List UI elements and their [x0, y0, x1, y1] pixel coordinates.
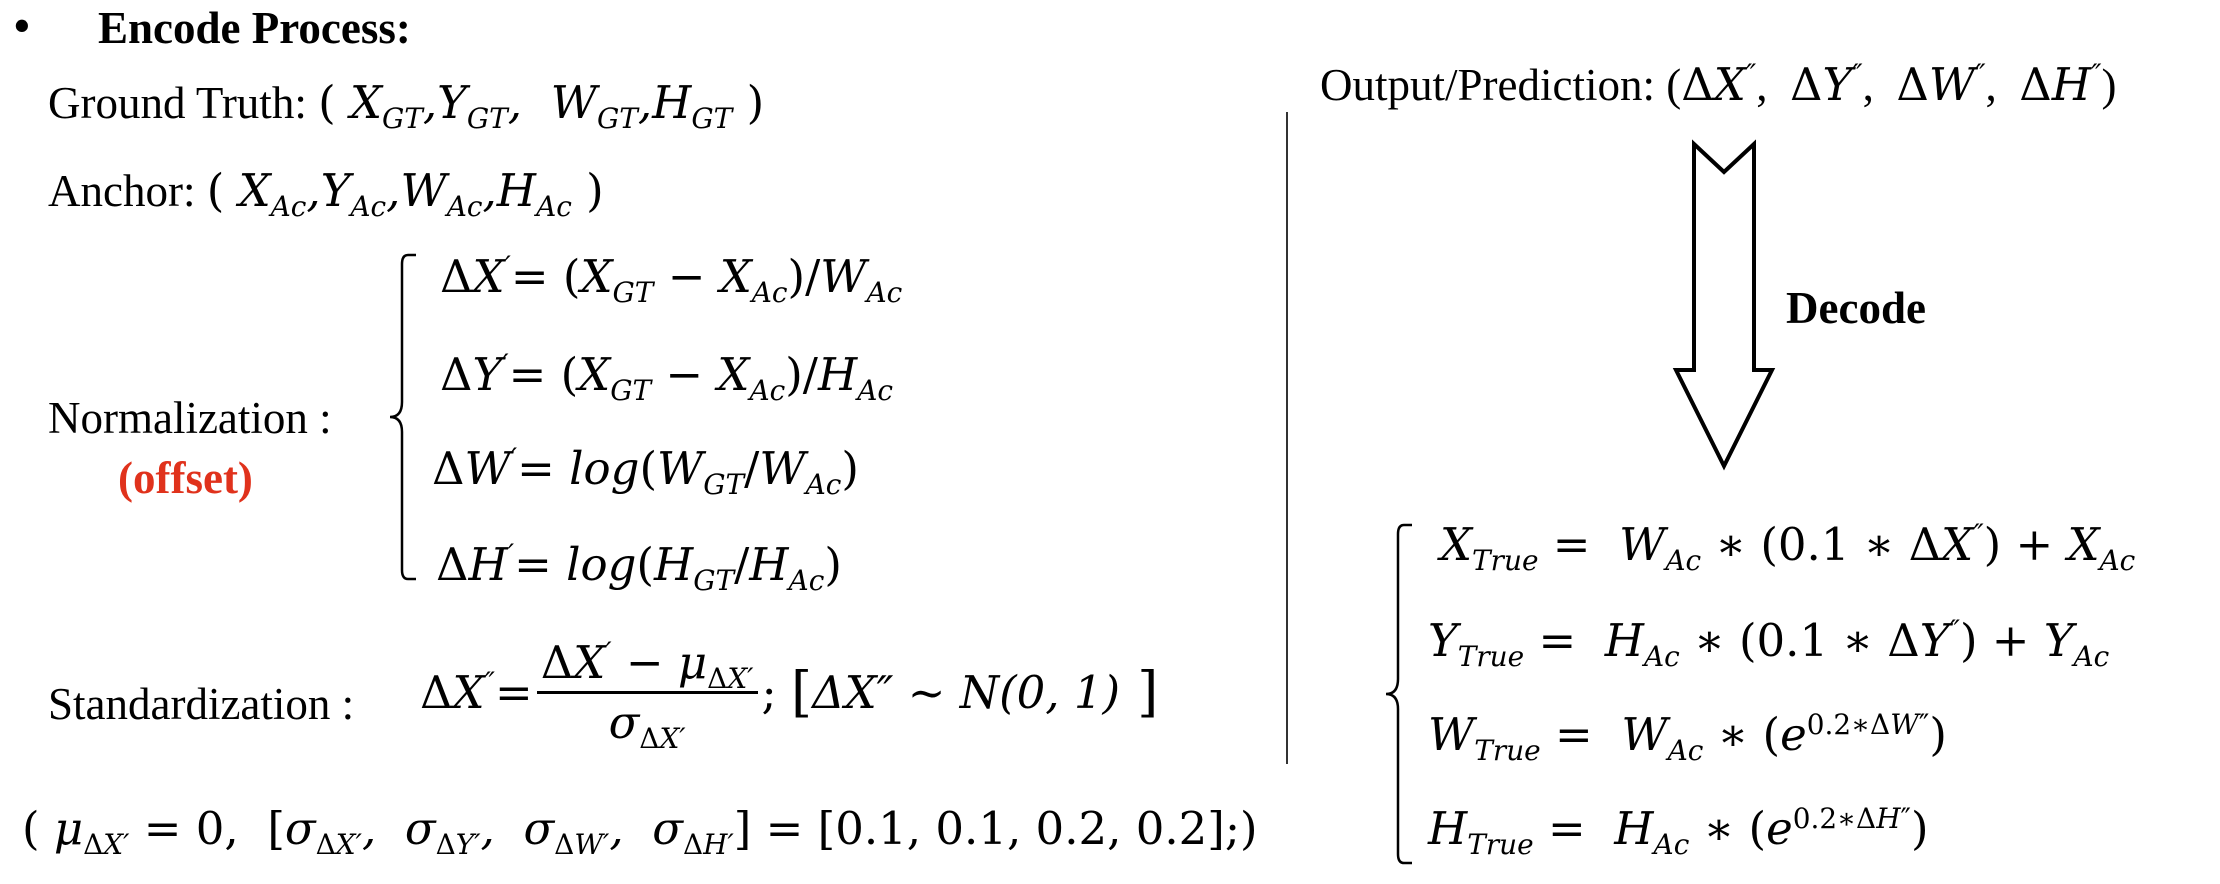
output-label: Output/Prediction:: [1320, 60, 1655, 110]
eq-y-true: YTrue = HAc ∗ (0.1 ∗ ΔY″) + YAc: [1428, 614, 2110, 673]
down-arrow-icon: [1672, 139, 1776, 471]
sigma-values-row: ( μΔX′ = 0, [σΔX′, σΔY′, σΔW′, σΔH′] = […: [22, 802, 1258, 861]
eq-x-true: XTrue = WAc ∗ (0.1 ∗ ΔX″) + XAc: [1440, 518, 2136, 577]
eq-standardization: ΔX″=ΔX′ − μΔX′σΔX′; [ΔX″ ~ N(0, 1) ]: [420, 636, 1159, 755]
anchor-label: Anchor:: [48, 166, 196, 216]
standardization-row: Standardization :: [48, 682, 354, 727]
output-row: Output/Prediction: (ΔX″, ΔY″, ΔW″, ΔH″): [1320, 58, 2117, 111]
eq-delta-y-prime: ΔY′= (XGT − XAc)/HAc: [440, 348, 893, 407]
eq-w-true: WTrue = WAc ∗ (e0.2∗ΔW″): [1428, 708, 1947, 767]
anchor-row: Anchor: ( XAc,YAc,WAc,HAc ): [48, 166, 604, 220]
standardization-fraction: ΔX′ − μΔX′σΔX′: [536, 639, 758, 752]
output-formula: (ΔX″, ΔY″, ΔW″, ΔH″): [1666, 58, 2117, 111]
sigma-values: [0.1, 0.1, 0.2, 0.2];: [817, 802, 1241, 855]
decode-label: Decode: [1786, 283, 1926, 333]
normalization-label: Normalization: [48, 393, 308, 443]
eq-delta-h-prime: ΔH′= log(HGT/HAc): [436, 538, 842, 597]
eq-h-true: HTrue = HAc ∗ (e0.2∗ΔH″): [1428, 802, 1929, 861]
ground-truth-formula: ( XGT,YGT, WGT,HGT ): [318, 76, 765, 135]
offset-label: (offset): [118, 453, 253, 503]
standardization-colon: :: [341, 679, 355, 729]
eq-delta-w-prime: ΔW′= log(WGT/WAc): [432, 442, 859, 501]
normalization-row: Normalization :: [48, 396, 332, 441]
normalization-colon: :: [319, 393, 332, 443]
decode-brace: [1385, 523, 1412, 865]
divider-line: [1286, 112, 1288, 764]
normalization-brace: [389, 253, 416, 581]
standardization-label: Standardization: [48, 679, 331, 729]
ground-truth-row: Ground Truth: ( XGT,YGT, WGT,HGT ): [48, 78, 764, 132]
encode-process-title: Encode Process:: [98, 3, 411, 53]
ground-truth-label: Ground Truth:: [48, 78, 307, 128]
anchor-formula: ( XAc,YAc,WAc,HAc ): [206, 164, 604, 223]
distribution-note: ΔX″ ~ N(0, 1): [812, 666, 1121, 719]
eq-delta-x-prime: ΔX′= (XGT − XAc)/WAc: [440, 250, 903, 309]
bullet: •: [14, 1, 30, 51]
